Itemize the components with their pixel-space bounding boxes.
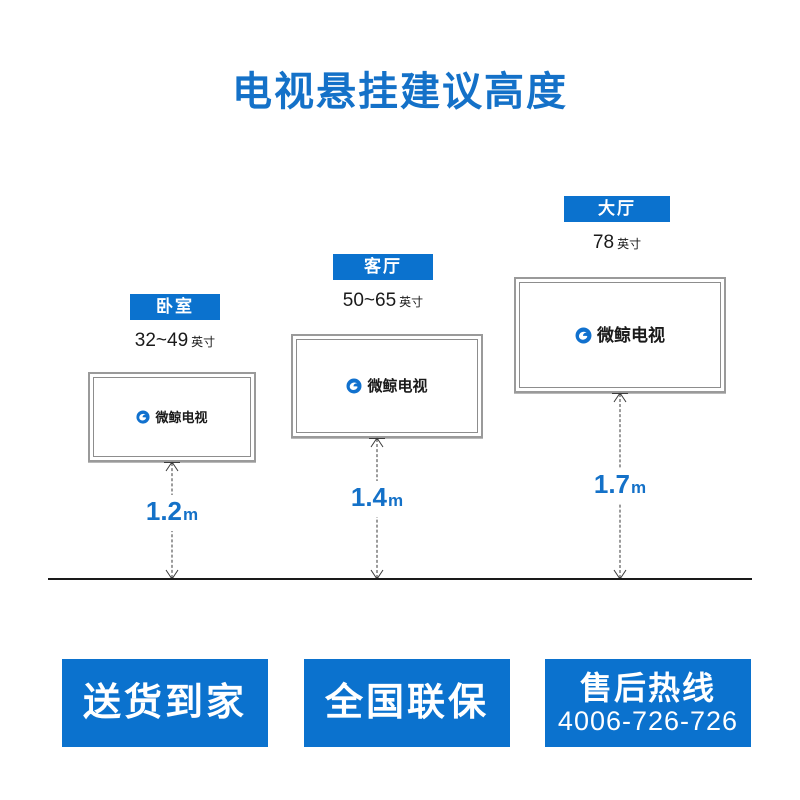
- measure-living-room: 1.4m: [337, 437, 417, 580]
- size-value-hall: 78: [592, 232, 615, 253]
- whale-circle-icon: [575, 327, 592, 343]
- tv-screen-bedroom: 微鲸电视: [88, 372, 256, 462]
- cta-delivery-button[interactable]: 送货到家: [62, 659, 268, 747]
- arrow-up-icon-hall: [612, 392, 628, 403]
- arrow-down-icon-living-room: [370, 569, 384, 580]
- cta-row: 送货到家 全国联保 售后热线 4006-726-726: [0, 659, 800, 753]
- cta-hotline-button[interactable]: 售后热线 4006-726-726: [545, 659, 751, 747]
- brand-lockup-bedroom: 微鲸电视: [136, 409, 208, 425]
- page-title: 电视悬挂建议高度: [232, 70, 568, 114]
- brand-name-living-room: 微鲸电视: [367, 377, 428, 395]
- size-unit-living-room: 英寸: [399, 295, 424, 309]
- brand-name-bedroom: 微鲸电视: [155, 409, 208, 425]
- measure-label-bedroom: 1.2m: [141, 495, 203, 531]
- arrow-up-icon-bedroom: [164, 461, 180, 472]
- tv-screen-hall: 微鲸电视: [514, 277, 726, 393]
- arrow-down-icon-hall: [613, 569, 627, 580]
- tv-screen-inner-hall: 微鲸电视: [519, 282, 721, 388]
- arrow-up-icon-living-room: [369, 437, 385, 448]
- brand-lockup-living-room: 微鲸电视: [346, 377, 428, 395]
- tv-screen-inner-living-room: 微鲸电视: [296, 339, 478, 433]
- floor-line: [48, 578, 752, 580]
- measure-label-hall: 1.7m: [589, 468, 651, 504]
- measure-value-living-room: 1.4: [350, 482, 388, 512]
- size-value-living-room: 50~65: [342, 290, 397, 311]
- room-badge-hall: 大厅: [564, 196, 670, 222]
- arrow-down-icon-bedroom: [165, 569, 179, 580]
- room-badge-bedroom: 卧室: [130, 294, 220, 320]
- measure-hall: 1.7m: [580, 392, 660, 580]
- whale-circle-icon: [136, 410, 151, 424]
- cta-hotline-label: 售后热线: [579, 670, 716, 706]
- size-value-bedroom: 32~49: [134, 330, 189, 351]
- measure-label-living-room: 1.4m: [346, 481, 408, 517]
- measure-bedroom: 1.2m: [132, 461, 212, 580]
- whale-circle-icon: [346, 378, 362, 394]
- measure-unit-hall: m: [631, 478, 647, 497]
- cta-hotline-number: 4006-726-726: [557, 706, 739, 736]
- tv-screen-inner-bedroom: 微鲸电视: [93, 377, 251, 457]
- brand-name-hall: 微鲸电视: [597, 325, 665, 345]
- tv-screen-living-room: 微鲸电视: [291, 334, 483, 438]
- measure-unit-living-room: m: [388, 491, 404, 510]
- measure-value-bedroom: 1.2: [145, 496, 183, 526]
- brand-lockup-hall: 微鲸电视: [575, 327, 665, 344]
- room-badge-living-room: 客厅: [333, 254, 433, 280]
- size-unit-bedroom: 英寸: [191, 335, 216, 349]
- measure-value-hall: 1.7: [593, 469, 631, 499]
- cta-warranty-label: 全国联保: [324, 682, 489, 724]
- measure-unit-bedroom: m: [183, 505, 199, 524]
- cta-delivery-label: 送货到家: [82, 682, 247, 724]
- cta-warranty-button[interactable]: 全国联保: [304, 659, 510, 747]
- size-unit-hall: 英寸: [617, 237, 642, 251]
